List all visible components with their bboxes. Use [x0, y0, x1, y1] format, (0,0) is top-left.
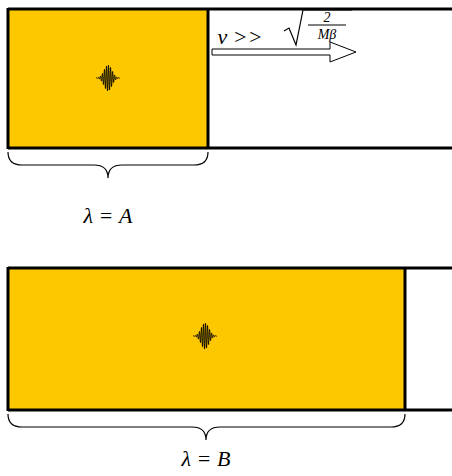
length-label: λ = A [84, 205, 133, 227]
piston [404, 267, 407, 411]
gas-region [8, 268, 405, 410]
tube-end [7, 8, 10, 149]
fraction-numerator: 2 [324, 11, 331, 25]
length-label: λ = B [182, 448, 231, 470]
radical-sign [284, 10, 352, 45]
tube-wall [8, 147, 452, 150]
brace [8, 152, 208, 178]
wave-packet [193, 323, 217, 349]
brace [8, 414, 405, 440]
tube-wall [8, 409, 452, 412]
gas-region [8, 9, 208, 148]
fraction-denominator: Mβ [318, 28, 337, 42]
wave-packet [96, 65, 120, 91]
tube-wall [8, 267, 452, 270]
tube-end [7, 267, 10, 411]
piston [207, 8, 210, 149]
velocity-label: v >> [218, 26, 263, 48]
tube-wall [8, 8, 452, 11]
